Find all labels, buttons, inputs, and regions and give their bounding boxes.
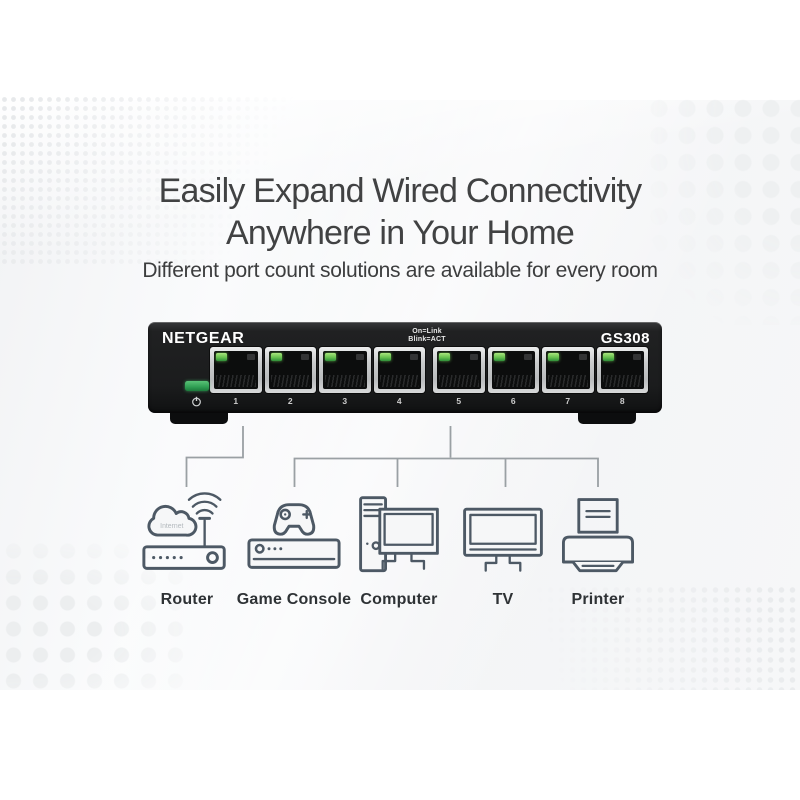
port-group-1: 1 2 3 4 <box>210 347 425 406</box>
device-game-console: Game Console <box>229 486 359 609</box>
led-window <box>246 354 255 360</box>
port-jack <box>323 351 367 389</box>
port-number: 7 <box>565 396 571 406</box>
port-bezel <box>319 347 371 393</box>
device-label: Printer <box>571 591 625 608</box>
ethernet-port: 5 <box>433 347 485 406</box>
tv-icon <box>463 507 543 572</box>
ethernet-port: 6 <box>487 347 539 406</box>
device-computer: Computer <box>334 486 464 609</box>
ethernet-port: 8 <box>596 347 648 406</box>
ethernet-port: 2 <box>264 347 316 406</box>
port-jack <box>268 351 312 389</box>
headline-line2: Anywhere in Your Home <box>226 214 575 252</box>
link-led <box>548 353 559 361</box>
port-bezel <box>487 347 539 393</box>
ethernet-port: 4 <box>373 347 425 406</box>
link-led <box>379 353 391 361</box>
ethernet-port: 3 <box>319 347 371 406</box>
router-icon: Internet <box>142 492 226 570</box>
link-led <box>493 353 505 361</box>
port-number: 2 <box>287 396 293 406</box>
link-led <box>439 353 450 361</box>
port-bezel <box>210 347 262 393</box>
port-bezel <box>542 347 594 393</box>
led-window <box>469 354 478 360</box>
port-bezel <box>596 347 648 393</box>
port-jack <box>214 351 258 389</box>
device-router: Internet Router <box>122 486 252 609</box>
computer-icon <box>359 496 439 573</box>
model-label: GS308 <box>600 330 650 347</box>
ethernet-port: 1 <box>210 347 262 406</box>
page-subtitle: Different port count solutions are avail… <box>142 259 658 282</box>
led-window <box>301 354 309 360</box>
page-title: Easily Expand Wired Connectivity Anywher… <box>0 170 800 254</box>
port-number: 5 <box>456 396 462 406</box>
port-jack <box>491 351 535 389</box>
port-number: 6 <box>510 396 516 406</box>
port-number: 1 <box>233 396 239 406</box>
headline-line1: Easily Expand Wired Connectivity <box>158 172 643 210</box>
power-icon <box>192 396 201 407</box>
port-group-2: 5 6 7 8 <box>433 347 648 406</box>
led-window <box>355 354 364 360</box>
port-jack <box>437 351 481 389</box>
led-window <box>633 354 641 360</box>
led-legend: On=Link Blink=ACT <box>408 328 445 344</box>
link-led <box>602 353 614 361</box>
port-bezel <box>264 347 316 393</box>
led-window <box>524 354 532 360</box>
port-number: 4 <box>396 396 402 406</box>
port-number: 8 <box>619 396 625 406</box>
led-legend-line1: On=Link <box>412 328 442 335</box>
device-label: Computer <box>360 591 438 608</box>
port-jack <box>377 351 421 389</box>
device-printer: Printer <box>533 486 663 609</box>
switch-foot <box>170 413 228 424</box>
game-console-icon <box>247 503 341 569</box>
link-led <box>216 353 227 361</box>
device-label: Router <box>160 591 214 608</box>
port-bezel <box>433 347 485 393</box>
device-tv: TV <box>438 486 568 609</box>
brand-logo: NETGEAR <box>162 330 245 347</box>
port-number: 3 <box>342 396 348 406</box>
led-window <box>410 354 418 360</box>
printer-icon <box>562 498 634 573</box>
led-window <box>578 354 587 360</box>
device-label: Game Console <box>236 591 352 608</box>
ethernet-port: 7 <box>542 347 594 406</box>
switch-foot <box>578 413 636 424</box>
port-jack <box>546 351 590 389</box>
network-switch: NETGEAR GS308 On=Link Blink=ACT 1 2 3 <box>148 322 662 424</box>
port-bezel <box>373 347 425 393</box>
internet-cloud-label: Internet <box>160 523 183 530</box>
port-row: 1 2 3 4 5 <box>210 347 648 406</box>
device-label: TV <box>492 591 514 608</box>
link-led <box>270 353 282 361</box>
port-jack <box>600 351 644 389</box>
power-led <box>185 381 209 391</box>
led-legend-line2: Blink=ACT <box>408 336 446 343</box>
link-led <box>325 353 336 361</box>
